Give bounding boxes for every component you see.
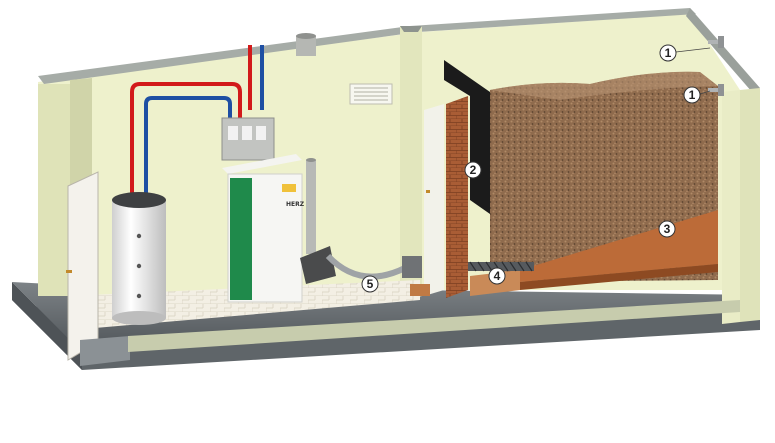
- svg-text:4: 4: [494, 269, 501, 283]
- right-outer-wall: [722, 88, 760, 324]
- svg-text:3: 3: [664, 222, 671, 236]
- fill-inlets: [708, 36, 724, 96]
- callout-5: 5: [361, 275, 379, 293]
- storage-doorway: [424, 104, 444, 296]
- tiled-floor: [90, 280, 420, 328]
- svg-text:1: 1: [665, 46, 672, 60]
- front-wall-stub: [80, 300, 740, 366]
- svg-text:1: 1: [689, 88, 696, 102]
- entrance-door[interactable]: [66, 171, 99, 361]
- callout-1b: 1: [683, 86, 711, 104]
- brick-wall: [446, 96, 468, 298]
- hot-water-cylinder: [112, 192, 166, 325]
- pellet-boiler: HERZ: [222, 154, 305, 303]
- chimney-connector: [296, 33, 316, 56]
- air-vent: [349, 83, 393, 105]
- svg-text:5: 5: [367, 277, 374, 291]
- valve-manifold: [221, 117, 275, 161]
- door-handle-icon[interactable]: [66, 270, 72, 273]
- pellet-feed-pipe: [300, 158, 407, 284]
- callout-2: 2: [464, 161, 482, 179]
- auger-end-unit: [402, 256, 430, 296]
- discharge-auger: [468, 261, 534, 272]
- heating-pipes: [130, 45, 264, 200]
- svg-text:2: 2: [470, 163, 477, 177]
- callout-3: 3: [658, 220, 676, 238]
- callout-4: 4: [488, 267, 506, 285]
- boiler-brand-label: HERZ: [286, 201, 305, 208]
- wall-tops: [38, 8, 760, 300]
- doorway-handle-icon: [426, 190, 430, 193]
- callout-1a: 1: [659, 44, 711, 62]
